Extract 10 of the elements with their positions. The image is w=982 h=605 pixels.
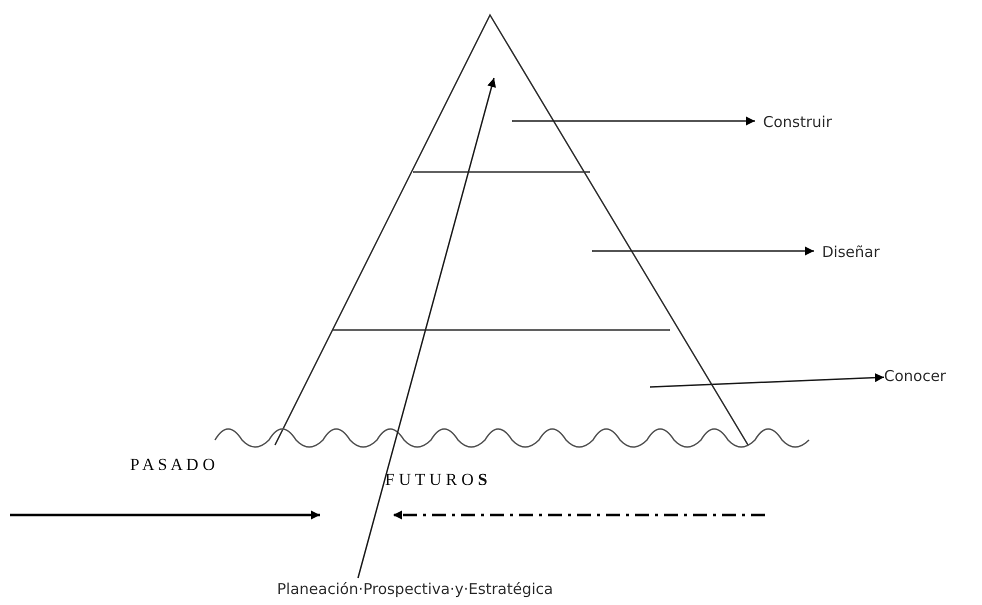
level-label: Construir [763, 113, 832, 131]
arrow [650, 373, 884, 388]
arrow [592, 246, 814, 256]
level-label: Conocer [884, 367, 946, 385]
level-label: Diseñar [822, 243, 880, 261]
period-label: F U T U R O S [385, 470, 488, 490]
arrow [357, 78, 496, 578]
period-label: P A S A D O [130, 455, 215, 475]
axis-caption: Planeación·Prospectiva·y·Estratégica [277, 580, 554, 598]
arrow [512, 116, 755, 126]
